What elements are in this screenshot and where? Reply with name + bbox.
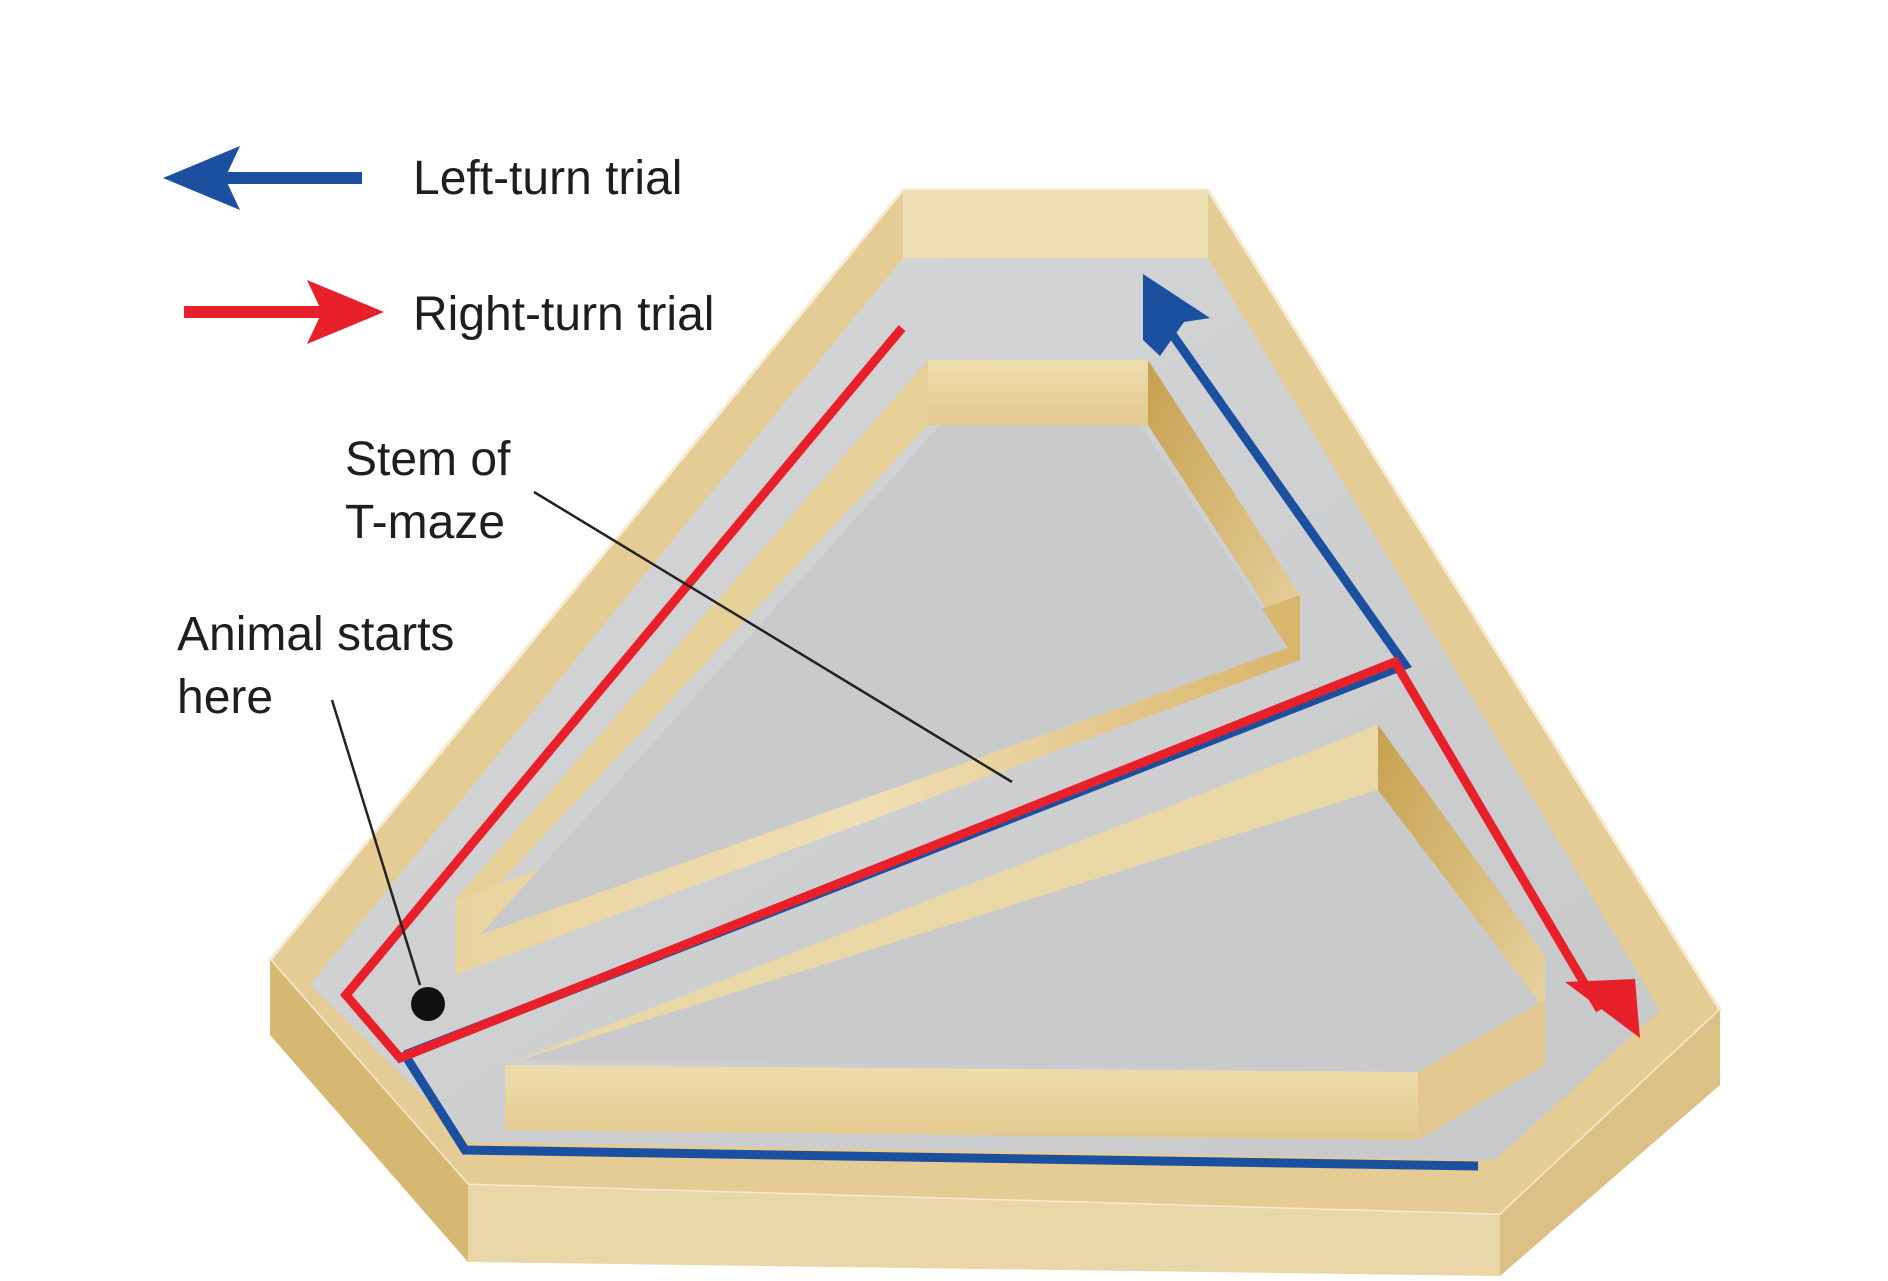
start-label-line2: here	[177, 671, 273, 724]
start-leader-line	[330, 699, 422, 986]
start-dot-icon	[411, 987, 445, 1021]
legend-right-arrow-icon	[184, 280, 384, 344]
start-label-line1: Animal starts	[177, 608, 454, 661]
left-path-arrowhead-icon	[1143, 274, 1210, 356]
stem-leader-line	[533, 490, 1013, 784]
lower-island-wall	[505, 725, 1545, 1140]
stem-label-line1: Stem of	[345, 433, 511, 486]
legend-left-label: Left-turn trial	[413, 152, 682, 205]
upper-island-wall	[455, 360, 1300, 975]
legend: Left-turn trial Right-turn trial	[163, 146, 714, 344]
stem-label-line2: T-maze	[345, 496, 505, 549]
legend-left-arrow-icon	[163, 146, 362, 210]
right-turn-path	[340, 325, 1640, 1064]
legend-right-label: Right-turn trial	[413, 288, 714, 341]
